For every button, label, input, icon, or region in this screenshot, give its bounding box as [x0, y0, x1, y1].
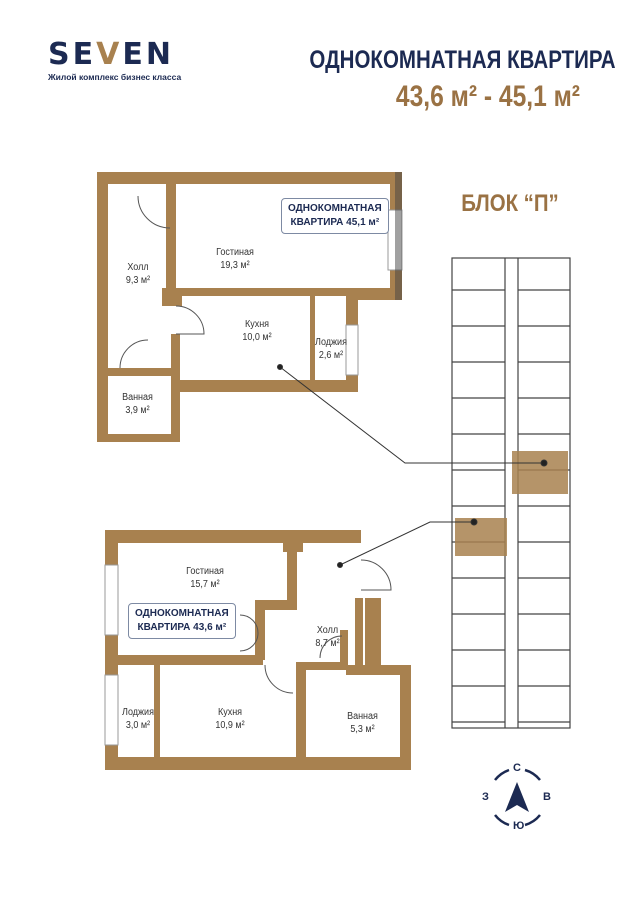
compass-east: В — [543, 791, 551, 803]
compass-west: З — [482, 791, 489, 803]
compass-north: С — [513, 762, 521, 774]
compass-icon — [494, 768, 541, 827]
highlight-unit-a — [512, 451, 568, 494]
brand-logo: SEVEN — [48, 37, 174, 72]
area-range: 43,6 м² - 45,1 м² — [395, 80, 580, 113]
compass-south: Ю — [513, 820, 525, 832]
block-label: БЛОК “П” — [461, 190, 559, 217]
page-title: ОДНОКОМНАТНАЯ КВАРТИРА — [309, 46, 616, 74]
highlight-unit-b — [455, 518, 507, 556]
brand-tagline: Жилой комплекс бизнес класса — [48, 72, 182, 82]
